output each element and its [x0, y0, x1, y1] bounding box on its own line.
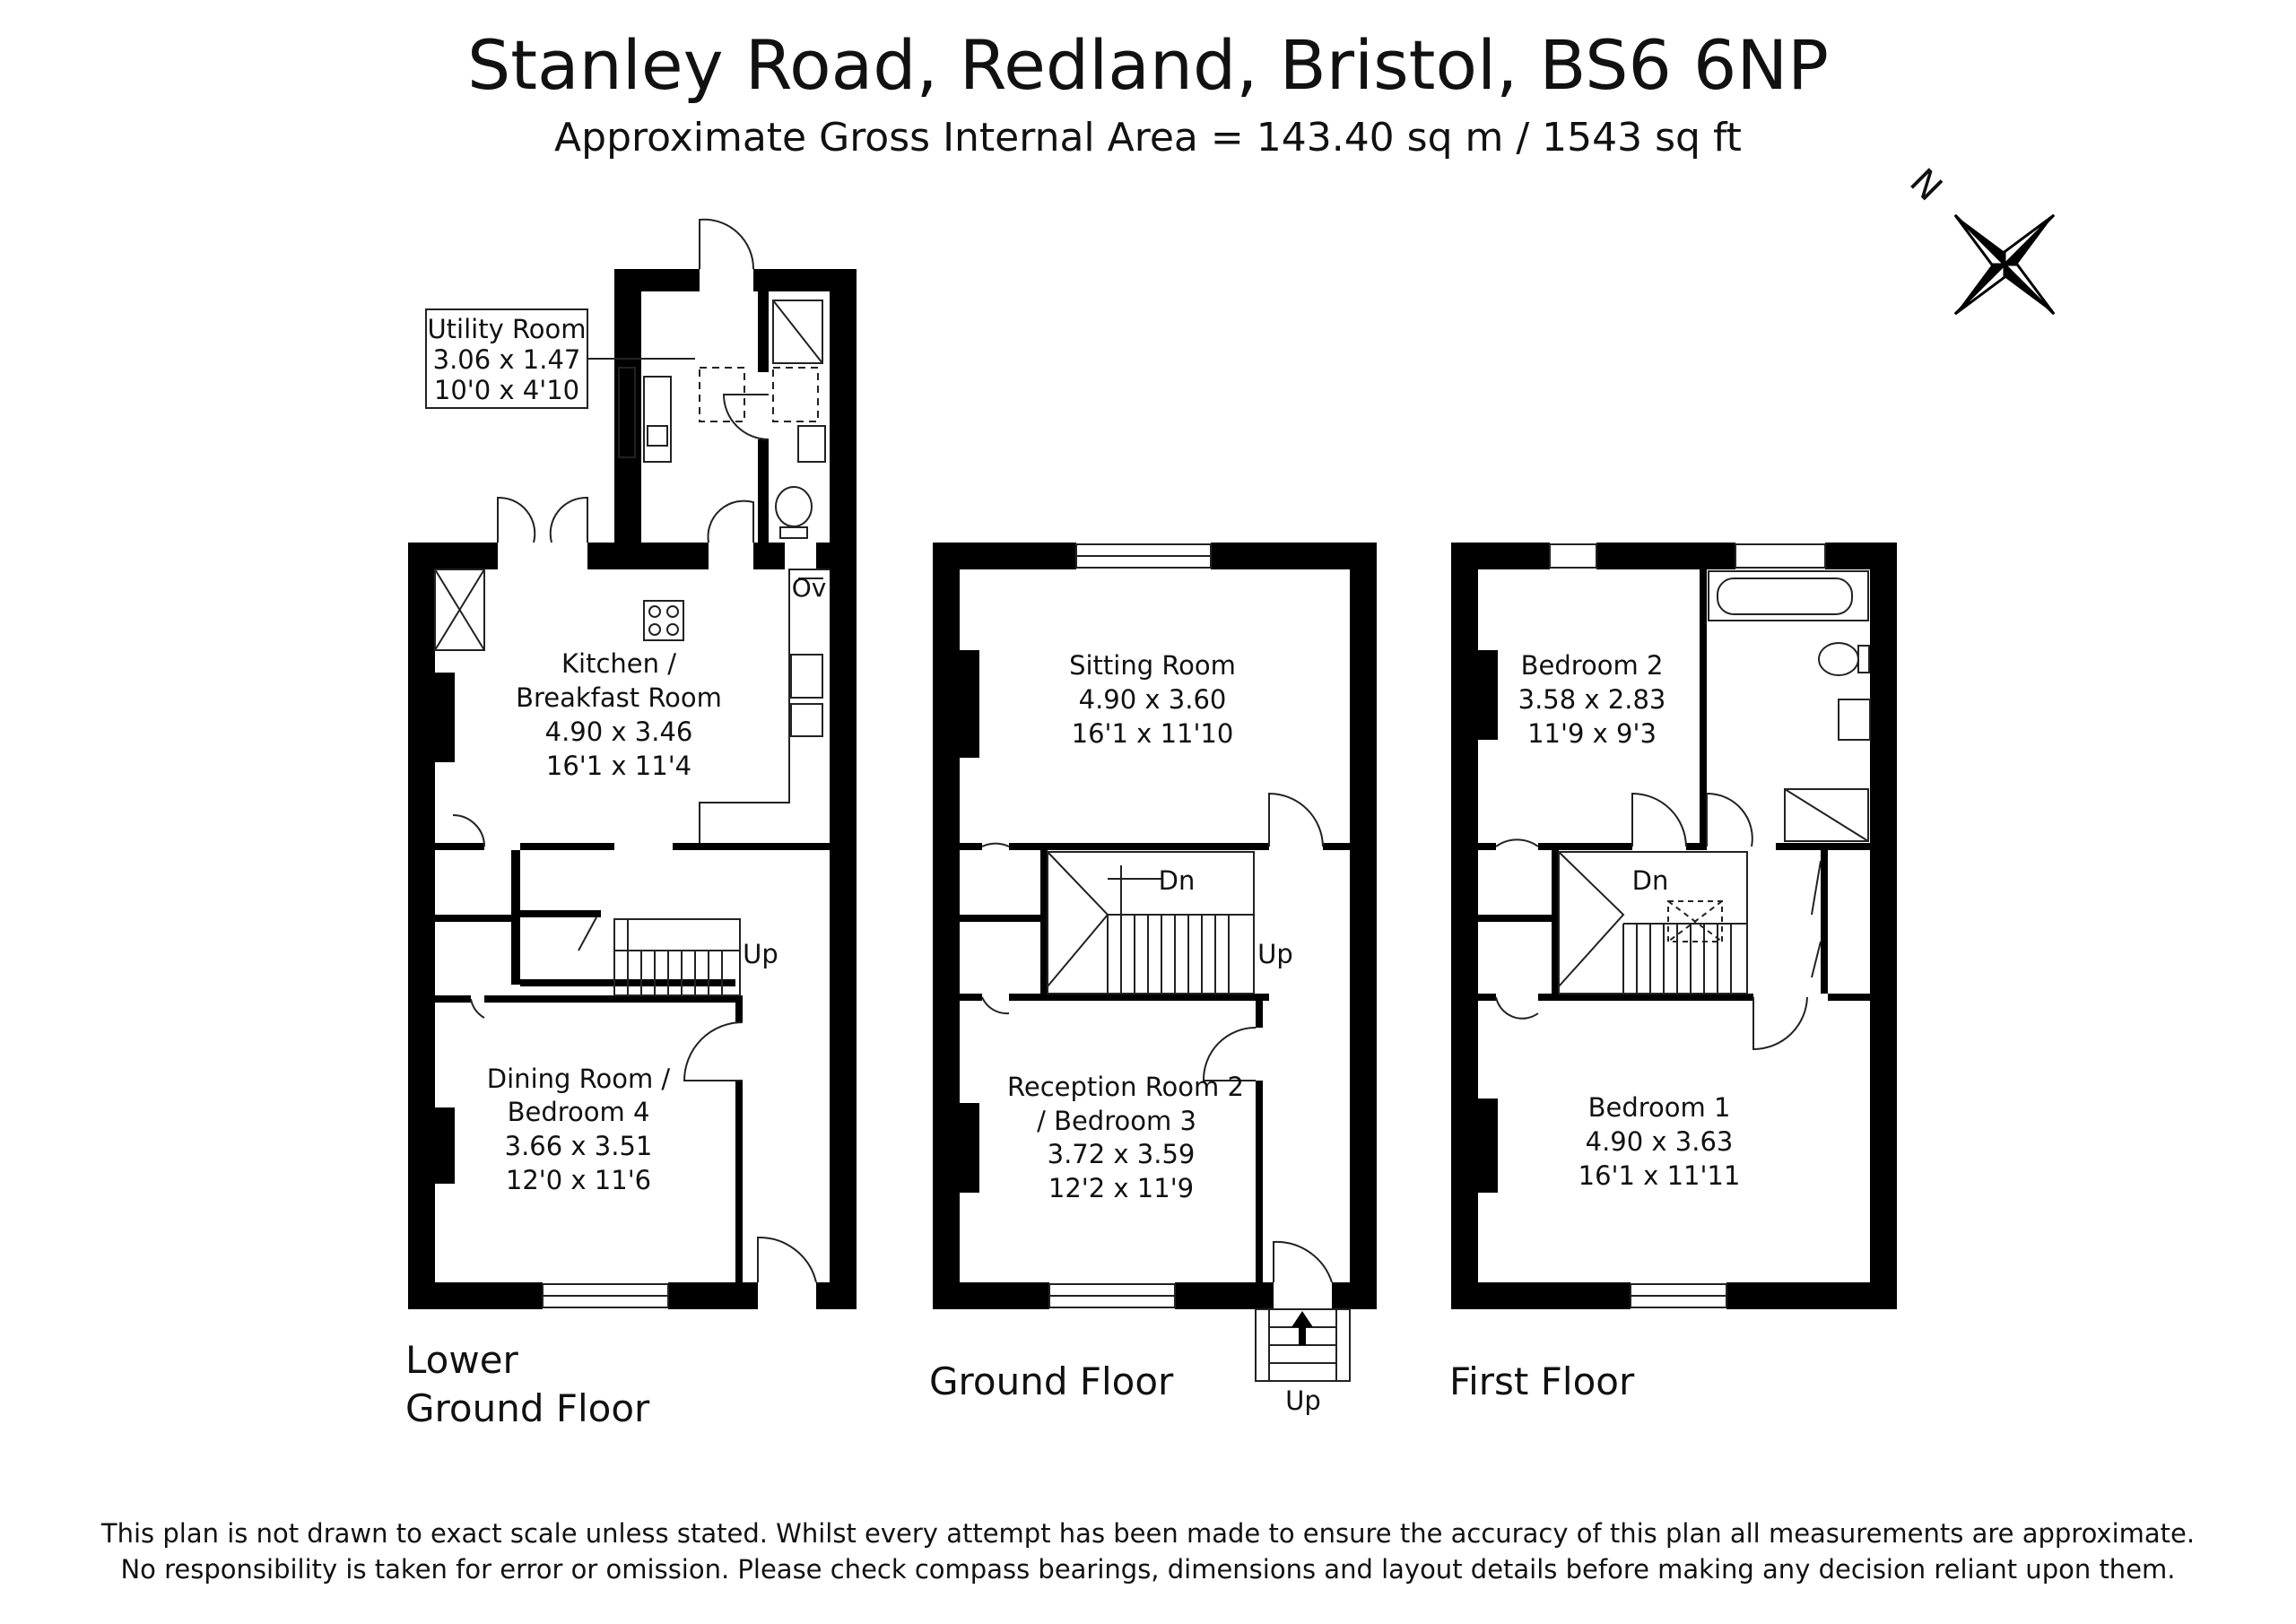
disclaimer-line2: No responsibility is taken for error or … — [120, 1554, 2176, 1585]
reception-imperial: 12'2 x 11'9 — [1048, 1173, 1194, 1203]
utility-room-imperial: 10'0 x 4'10 — [434, 375, 579, 405]
lower-ground-partitions — [435, 843, 830, 1282]
lower-stairs-up-label: Up — [743, 939, 778, 969]
dining-imperial: 12'0 x 11'6 — [506, 1165, 651, 1195]
reception-name-line2: / Bedroom 3 — [1037, 1106, 1196, 1136]
plan-title: Stanley Road, Redland, Bristol, BS6 6NP — [466, 25, 1830, 105]
lower-ground-details — [434, 218, 830, 1308]
kitchen-metric: 4.90 x 3.46 — [545, 716, 693, 747]
bedroom2-name: Bedroom 2 — [1521, 650, 1664, 681]
floor-label-lower-line2: Ground Floor — [405, 1386, 650, 1430]
utility-room-name: Utility Room — [427, 314, 586, 344]
entrance-arrow-icon — [1292, 1311, 1313, 1345]
floor-label-lower-line1: Lower — [405, 1338, 518, 1382]
kitchen-imperial: 16'1 x 11'4 — [546, 751, 691, 781]
floor-label-ground: Ground Floor — [929, 1359, 1174, 1403]
ground-stairs-up-label: Up — [1257, 939, 1293, 969]
first-floor-details — [1495, 543, 1871, 1308]
lower-ground-floor-plan: Utility Room 3.06 x 1.47 10'0 x 4'10 Ov … — [408, 218, 857, 1309]
ground-floor-details — [981, 543, 1351, 1382]
reception-name-line1: Reception Room 2 — [1007, 1072, 1244, 1102]
bedroom1-name: Bedroom 1 — [1588, 1092, 1731, 1123]
bedroom1-imperial: 16'1 x 11'11 — [1578, 1160, 1741, 1191]
bedroom2-imperial: 11'9 x 9'3 — [1527, 718, 1657, 749]
floor-label-lower-ground: Lower Ground Floor — [405, 1336, 649, 1433]
first-floor-plan: Bedroom 2 3.58 x 2.83 11'9 x 9'3 Dn Bedr… — [1451, 543, 1897, 1309]
bedroom2-metric: 3.58 x 2.83 — [1518, 684, 1666, 715]
dining-name-line1: Dining Room / — [487, 1064, 671, 1094]
ground-floor-partitions — [960, 843, 1350, 1282]
first-stairs-down-label: Dn — [1632, 865, 1669, 896]
sitting-room-imperial: 16'1 x 11'10 — [1072, 718, 1234, 749]
first-floor-partitions — [1478, 569, 1870, 1001]
floor-label-first: First Floor — [1449, 1359, 1635, 1403]
dining-name-line2: Bedroom 4 — [508, 1097, 650, 1127]
gross-area: Approximate Gross Internal Area = 143.40… — [554, 115, 1742, 161]
dining-metric: 3.66 x 3.51 — [505, 1131, 653, 1161]
compass: N — [1901, 161, 2056, 316]
entrance-up-label: Up — [1285, 1385, 1321, 1416]
utility-room-metric: 3.06 x 1.47 — [433, 344, 581, 375]
kitchen-name-line2: Breakfast Room — [516, 682, 722, 713]
ground-stairs-down-label: Dn — [1159, 865, 1196, 896]
first-floor-walls — [1451, 543, 1897, 1309]
reception-metric: 3.72 x 3.59 — [1048, 1139, 1196, 1169]
compass-rose-icon — [1953, 213, 2056, 316]
sitting-room-name: Sitting Room — [1069, 650, 1236, 681]
ground-floor-walls — [933, 543, 1377, 1309]
compass-north-label: N — [1901, 161, 1950, 210]
kitchen-oven-label: Ov — [792, 573, 827, 603]
ground-floor-plan: Sitting Room 4.90 x 3.60 16'1 x 11'10 Dn… — [933, 543, 1377, 1416]
utility-room-label-box — [425, 308, 695, 409]
kitchen-name-line1: Kitchen / — [561, 648, 676, 679]
disclaimer-line1: This plan is not drawn to exact scale un… — [100, 1518, 2196, 1549]
sitting-room-metric: 4.90 x 3.60 — [1079, 684, 1227, 715]
disclaimer: This plan is not drawn to exact scale un… — [0, 1515, 2296, 1587]
bedroom1-metric: 4.90 x 3.63 — [1586, 1126, 1734, 1157]
